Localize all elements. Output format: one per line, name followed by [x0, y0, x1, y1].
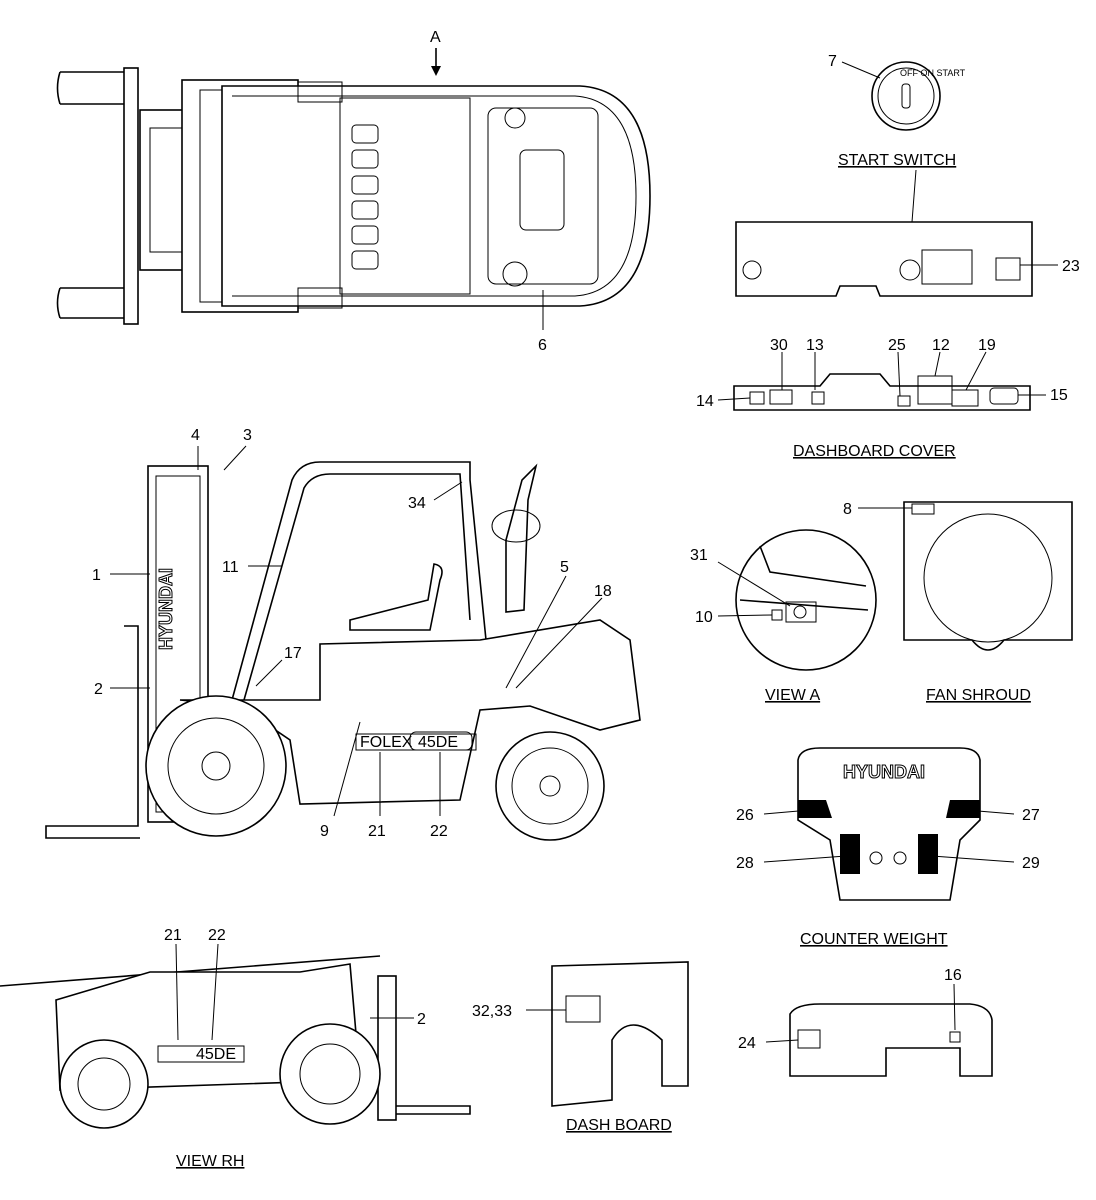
- callout-rh-2: 2: [417, 1011, 426, 1028]
- callout-30: 30: [770, 337, 788, 354]
- view-arrow-label: A: [430, 29, 441, 46]
- callout-12: 12: [932, 337, 950, 354]
- caption-fan-shroud: FAN SHROUD: [926, 687, 1031, 704]
- callout-27: 27: [1022, 807, 1040, 824]
- callout-1: 1: [92, 567, 101, 584]
- callout-4: 4: [191, 427, 200, 444]
- caption-counter-weight: COUNTER WEIGHT: [800, 931, 948, 948]
- callout-21: 21: [368, 823, 386, 840]
- view-rh: 45DE 21 22 2 VIEW RH: [0, 927, 471, 1170]
- fan-shroud-detail: 8 FAN SHROUD: [843, 501, 1073, 704]
- callout-25: 25: [888, 337, 906, 354]
- callout-14: 14: [696, 393, 714, 410]
- rear-cover-detail: 24 16: [738, 967, 993, 1077]
- caption-start-switch: START SWITCH: [838, 152, 956, 169]
- caption-view-a: VIEW A: [765, 687, 820, 704]
- svg-text:OFF ON START: OFF ON START: [900, 68, 966, 78]
- callout-9: 9: [320, 823, 329, 840]
- start-switch-detail: OFF ON START 7 START SWITCH 23: [735, 53, 1080, 297]
- top-view: A 6: [56, 29, 651, 354]
- callout-18: 18: [594, 583, 612, 600]
- rh-model-badge: 45DE: [196, 1046, 236, 1063]
- callout-11: 11: [222, 559, 239, 576]
- callout-10: 10: [695, 609, 713, 626]
- model-badge: 45DE: [418, 734, 458, 751]
- caption-dash-board: DASH BOARD: [566, 1117, 672, 1134]
- callout-24: 24: [738, 1035, 756, 1052]
- callout-15: 15: [1050, 387, 1068, 404]
- callout-3: 3: [243, 427, 252, 444]
- counter-weight-detail: HYUNDAI 26 27 28 29 COUNTER WEIGHT: [736, 747, 1040, 948]
- callout-17: 17: [284, 645, 302, 662]
- callout-34: 34: [408, 495, 426, 512]
- view-a-detail: 31 10 VIEW A: [690, 529, 877, 704]
- side-view: HYUNDAI FOLEX 45DE 1 2 4 3 11: [45, 427, 641, 841]
- caption-view-rh: VIEW RH: [176, 1153, 244, 1170]
- dashboard-cover-detail: 30 13 25 12 19 14 15 DASHBOARD COVER: [696, 337, 1068, 460]
- callout-2: 2: [94, 681, 103, 698]
- caption-dashboard-cover: DASHBOARD COVER: [793, 443, 956, 460]
- callout-28: 28: [736, 855, 754, 872]
- callout-29: 29: [1022, 855, 1040, 872]
- callout-7: 7: [828, 53, 837, 70]
- callout-26: 26: [736, 807, 754, 824]
- callout-32-33: 32,33: [472, 1003, 512, 1020]
- callout-31: 31: [690, 547, 708, 564]
- callout-6: 6: [538, 337, 547, 354]
- callout-16: 16: [944, 967, 962, 984]
- callout-rh-21: 21: [164, 927, 182, 944]
- callout-23: 23: [1062, 258, 1080, 275]
- mast-logo: HYUNDAI: [156, 568, 176, 650]
- callout-13: 13: [806, 337, 824, 354]
- dash-board-detail: 32,33 DASH BOARD: [472, 961, 689, 1134]
- callout-19: 19: [978, 337, 996, 354]
- callout-8: 8: [843, 501, 852, 518]
- series-badge: FOLEX: [360, 734, 413, 751]
- callout-rh-22: 22: [208, 927, 226, 944]
- callout-5: 5: [560, 559, 569, 576]
- callout-22: 22: [430, 823, 448, 840]
- counterweight-logo: HYUNDAI: [843, 762, 925, 782]
